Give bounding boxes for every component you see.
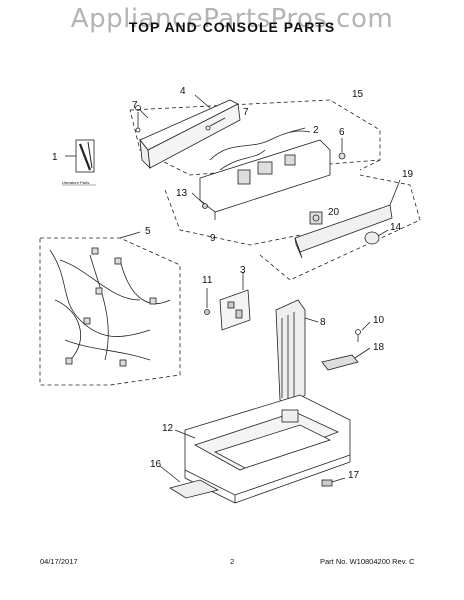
callout-18: 18 — [373, 342, 385, 353]
callout-15: 15 — [352, 89, 364, 100]
callout-10: 10 — [373, 315, 385, 326]
watermark: AppliancePartsPros.com — [70, 4, 394, 34]
callout-9: 9 — [210, 233, 216, 244]
part-13-screw — [191, 192, 208, 209]
literature-label: Literature Parts — [62, 180, 89, 185]
console-panel — [139, 94, 241, 170]
callout-14: 14 — [390, 222, 402, 233]
callout-19: 19 — [402, 169, 414, 180]
console-harness — [209, 127, 311, 171]
callout-17: 17 — [348, 470, 360, 481]
encoder-knob — [309, 211, 323, 225]
console-back — [199, 139, 331, 220]
callout-20: 20 — [328, 207, 340, 218]
control-board — [219, 272, 251, 331]
footer-page-number: 2 — [230, 557, 235, 566]
lint-cover — [321, 347, 371, 371]
callout-3: 3 — [240, 265, 246, 276]
part-17-badge — [321, 477, 346, 487]
dryer-top — [174, 394, 351, 504]
main-harness — [39, 231, 181, 386]
console-outline — [164, 174, 421, 281]
part-6-clip — [338, 138, 346, 160]
screw-7a — [135, 105, 149, 133]
part-16-pad — [159, 465, 220, 499]
footer-part-number: Part No. W10804200 Rev. C — [320, 557, 415, 566]
page-title: TOP AND CONSOLE PARTS — [128, 19, 336, 35]
callout-2: 2 — [313, 125, 319, 136]
top-panel-outline — [129, 99, 381, 176]
callout-5: 5 — [145, 226, 151, 237]
callout-13: 13 — [176, 188, 188, 199]
callout-1: 1 — [52, 152, 58, 163]
callout-11: 11 — [202, 275, 213, 286]
lint-filter-housing — [275, 299, 319, 411]
callout-12: 12 — [162, 423, 174, 434]
callout-7b: 7 — [243, 107, 249, 118]
callout-7a: 7 — [132, 100, 138, 111]
literature-parts: Literature Parts — [62, 139, 96, 186]
callout-labels: 1 2 3 4 5 6 7 7 8 9 10 11 12 13 14 15 16… — [52, 86, 414, 481]
callout-8: 8 — [320, 317, 326, 328]
board-screw — [204, 288, 210, 315]
footer-date: 04/17/2017 — [40, 557, 78, 566]
callout-6: 6 — [339, 127, 345, 138]
callout-16: 16 — [150, 459, 162, 470]
control-panel-graphic — [294, 179, 401, 259]
screw-7b — [205, 117, 226, 131]
screw-10 — [355, 321, 371, 342]
knob — [364, 229, 389, 245]
callout-4: 4 — [180, 86, 186, 97]
